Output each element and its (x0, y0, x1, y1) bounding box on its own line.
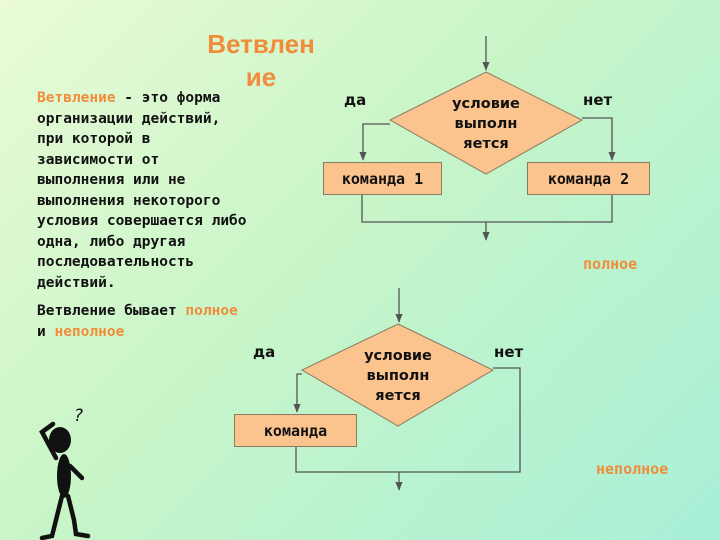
full-no-label: нет (583, 91, 613, 109)
condition-line: условие (364, 348, 432, 364)
full-condition-diamond (388, 71, 584, 175)
full-no-connector (582, 117, 616, 161)
command-1-box: команда 1 (323, 162, 442, 195)
full-merge-right (486, 195, 613, 223)
kinds-full: полное (185, 303, 238, 319)
definition-block: Ветвление - это форма организации действ… (37, 88, 247, 350)
full-caption: полное (583, 255, 638, 273)
partial-condition-diamond (300, 323, 495, 427)
full-merge-left (361, 195, 486, 223)
definition-term: Ветвление (37, 90, 116, 106)
condition-line: яется (463, 136, 509, 152)
definition-paragraph: Ветвление - это форма организации действ… (37, 88, 247, 293)
full-condition-text: условие выполн яется (426, 94, 546, 154)
condition-line: выполн (366, 368, 430, 384)
kinds-partial: неполное (54, 323, 125, 340)
condition-line: яется (375, 388, 421, 404)
definition-text: - это форма организации действий, при ко… (37, 90, 247, 291)
full-yes-label: да (344, 91, 367, 109)
thinking-stick-figure (39, 421, 91, 540)
full-yes-connector (359, 123, 390, 161)
partial-yes-label: да (253, 343, 276, 361)
partial-yes-connector (293, 373, 302, 413)
title-line-1: Ветвлен (207, 29, 315, 59)
command-2-box: команда 2 (527, 162, 650, 195)
title-line-2: ие (245, 62, 277, 92)
kinds-paragraph: Ветвление бывает полное и неполное (37, 301, 247, 342)
condition-line: выполн (454, 116, 518, 132)
question-mark: ? (74, 406, 84, 426)
partial-merge-left (295, 447, 399, 473)
kinds-prefix: Ветвление бывает (37, 303, 177, 319)
condition-line: условие (452, 96, 520, 112)
kinds-and: и (37, 323, 46, 340)
partial-no-label: нет (494, 343, 524, 361)
page-title: Ветвлен ие (196, 28, 326, 94)
partial-no-connector (399, 367, 521, 473)
partial-caption: неполное (596, 460, 669, 478)
command-box: команда (234, 414, 357, 447)
partial-condition-text: условие выполн яется (338, 346, 458, 406)
